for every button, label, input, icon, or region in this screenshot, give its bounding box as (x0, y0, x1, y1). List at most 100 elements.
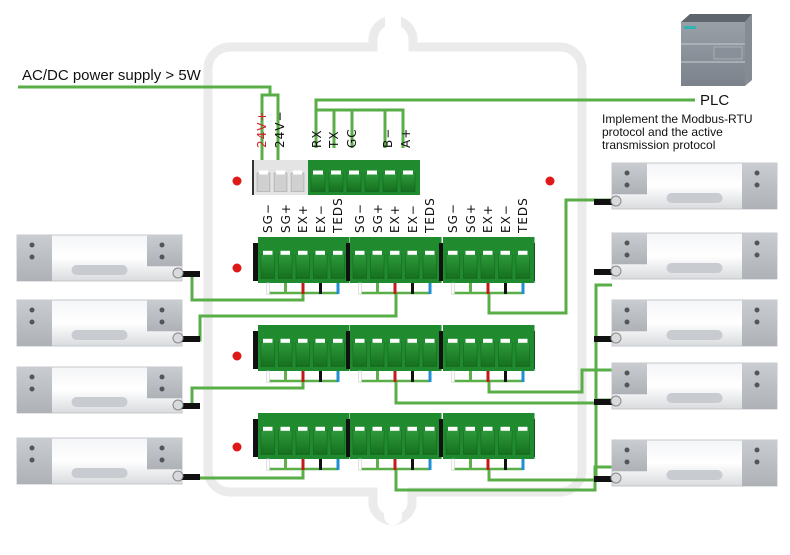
terminal-slot (480, 253, 495, 279)
load-cell-end-block (742, 233, 777, 279)
screw-icon (754, 447, 760, 453)
wire (314, 98, 695, 110)
terminal-slot (278, 253, 293, 279)
load-cell-end-block (742, 363, 777, 409)
terminal-slot (370, 341, 385, 367)
terminal-slot-marker (390, 250, 400, 255)
wire (394, 465, 612, 492)
sensor-pin-label: EX+ (388, 204, 402, 233)
screw-icon (754, 182, 760, 188)
screw-icon (29, 445, 35, 451)
load-cell-cable (182, 474, 200, 480)
sensor-wire-stub (284, 371, 287, 382)
sensor-pin-label: SG− (261, 203, 275, 233)
terminal-slot-marker (259, 170, 268, 175)
sensor-wire-stub (336, 459, 340, 470)
load-cell (16, 234, 200, 282)
terminal-slot-marker (355, 250, 365, 255)
load-cell-end-block (17, 235, 52, 281)
screw-icon (754, 170, 760, 176)
terminal-slot (405, 429, 420, 455)
terminal-slot (278, 341, 293, 367)
sensor-terminal (258, 237, 350, 283)
screw-icon (159, 319, 165, 325)
wire (18, 85, 272, 160)
sensor-wire-stub (393, 459, 397, 470)
terminal-slot (273, 172, 288, 193)
screw-icon (754, 459, 760, 465)
terminal-slot (328, 172, 344, 193)
terminal-slot (387, 341, 402, 367)
sensor-wire-stub (301, 283, 305, 294)
terminal-slot (515, 253, 530, 279)
terminal-slot-marker (483, 426, 493, 431)
load-cell-gauge-hole (666, 193, 723, 203)
terminal-slot (370, 429, 385, 455)
load-cell-end-block (147, 235, 182, 267)
terminal-slot-marker (315, 250, 325, 255)
protocol-note-line: protocol and the active (602, 125, 723, 139)
sensor-terminal (350, 413, 442, 459)
sensor-pin-label: EX− (313, 204, 328, 233)
screw-icon (159, 445, 165, 451)
terminal-slot-marker (390, 338, 400, 343)
sensor-wire-stub (301, 459, 305, 470)
sensor-pin-label: EX+ (481, 204, 495, 233)
screw-icon (159, 374, 165, 380)
sensor-wire-stub (504, 371, 507, 382)
screw-icon (754, 319, 760, 325)
load-cell-cable-gland (172, 332, 184, 344)
load-cell-cable-gland (610, 395, 622, 407)
screw-icon (29, 457, 35, 463)
load-cell-cable-gland (610, 332, 622, 344)
terminal-divider (254, 419, 258, 457)
screw-icon (624, 182, 630, 188)
terminal-slot (463, 253, 478, 279)
terminal-slot (445, 429, 460, 455)
terminal-slot-marker (331, 170, 341, 175)
indicator-dots (232, 176, 555, 452)
sensor-wire-stub (393, 283, 397, 294)
sensor-wire-stub (469, 459, 472, 470)
load-cells (16, 162, 778, 487)
terminal-slot-marker (518, 250, 528, 255)
load-cell-cable (594, 199, 612, 205)
screw-icon (754, 382, 760, 388)
sensor-wire-stub (376, 459, 379, 470)
terminal-slot-marker (372, 338, 382, 343)
power-terminal-edge (252, 160, 255, 195)
power-supply-label: AC/DC power supply > 5W (22, 67, 201, 84)
terminal-slot-marker (263, 426, 273, 431)
terminal-slot (463, 429, 478, 455)
terminal-divider (439, 419, 443, 457)
load-cell (594, 439, 778, 487)
sensor-pin-label: EX+ (296, 204, 310, 233)
protocol-note-line: transmission protocol (602, 138, 716, 152)
terminal-slot-marker (407, 426, 417, 431)
sensor-wire-stub (521, 283, 525, 294)
load-cell-cable (594, 269, 612, 275)
load-cell-end-block (17, 300, 52, 346)
terminal-divider (346, 419, 350, 457)
indicator-dot (232, 176, 242, 186)
screw-icon (29, 242, 35, 248)
terminal-slot-marker (349, 170, 359, 175)
load-cell-cable-gland (610, 265, 622, 277)
terminal-slot (480, 429, 495, 455)
sensor-wire-stub (284, 283, 287, 294)
terminal-slot (405, 253, 420, 279)
load-cell-end-block (742, 163, 777, 209)
terminal-slot (313, 429, 328, 455)
load-cell-gauge-hole (71, 265, 128, 275)
load-cell-cable-gland (610, 472, 622, 484)
load-cell-end-block (742, 300, 777, 346)
terminal-slot-marker (465, 426, 475, 431)
wire (316, 108, 405, 148)
sensor-wire-stub (266, 282, 270, 295)
terminal-slot (330, 253, 345, 279)
screw-icon (624, 382, 630, 388)
terminal-slot (352, 341, 367, 367)
terminal-divider (346, 243, 350, 281)
